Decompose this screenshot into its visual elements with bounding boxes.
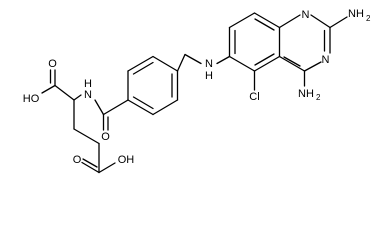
amino-group-bottom: NH 2 xyxy=(298,88,321,102)
amino-top-label: NH xyxy=(348,8,364,20)
ring-nitrogen-middle: N xyxy=(322,54,330,66)
acid1-carbonyl-oxygen: O xyxy=(48,58,57,70)
ring-nitrogen-top: N xyxy=(302,9,310,21)
amine-hydrogen: H xyxy=(205,70,213,82)
amino-bottom-subscript: 2 xyxy=(316,93,321,102)
amino-bottom-label: NH xyxy=(298,88,314,100)
amino-group-top: NH 2 xyxy=(348,8,371,23)
amine-nitrogen: N xyxy=(205,58,213,70)
amide-nitrogen: N xyxy=(84,89,92,101)
amine-nh-group: N H xyxy=(205,58,213,82)
amide-nh-group: H N xyxy=(84,78,92,101)
amide-oxygen: O xyxy=(101,131,110,143)
acid2-hydroxyl: OH xyxy=(118,154,135,166)
chemical-structure: N N NH 2 NH 2 Cl N H H N O O HO O xyxy=(23,8,371,174)
bond-lines xyxy=(41,12,348,174)
chlorine-atom: Cl xyxy=(249,91,259,103)
amide-hydrogen: H xyxy=(84,78,92,90)
acid2-carbonyl-oxygen: O xyxy=(73,154,82,166)
amino-top-subscript: 2 xyxy=(366,14,371,23)
acid1-hydroxyl: HO xyxy=(23,93,40,105)
atom-labels: N N NH 2 NH 2 Cl N H H N O O HO O xyxy=(23,8,371,166)
